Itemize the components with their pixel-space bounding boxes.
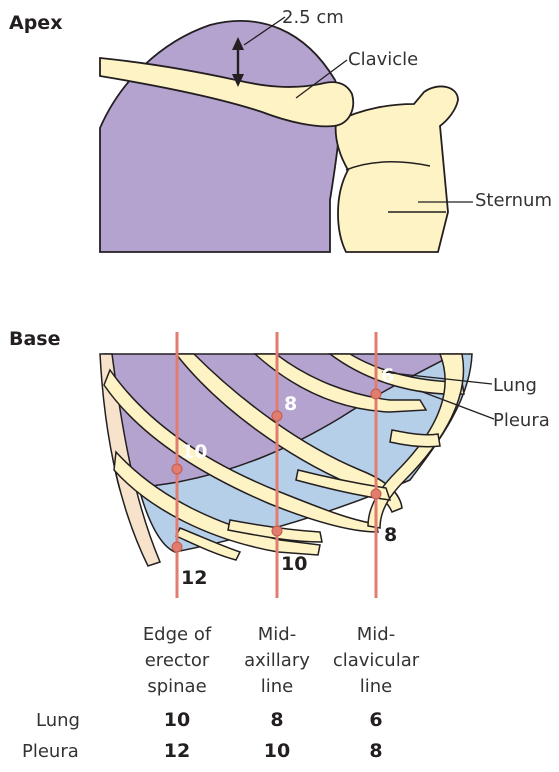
- row-label-pleura: Pleura: [22, 741, 79, 762]
- lung-label: Lung: [493, 375, 537, 396]
- row-label-lung: Lung: [36, 710, 80, 731]
- col3-line2: clavicular: [326, 648, 426, 674]
- dot-clavicular-pleura: [371, 489, 381, 499]
- rib-num-12: 12: [181, 567, 207, 589]
- cell-pleura-axillary: 10: [247, 740, 307, 762]
- base-diagram: 6 8 10 8 10 12: [0, 0, 559, 610]
- dot-erector-pleura: [172, 542, 182, 552]
- col3-line3: line: [326, 674, 426, 700]
- dot-clavicular-lung: [371, 389, 381, 399]
- pleura-label: Pleura: [493, 410, 550, 431]
- dot-axillary-lung: [272, 411, 282, 421]
- col1-line3: spinae: [132, 674, 222, 700]
- col3-line1: Mid-: [326, 622, 426, 648]
- cell-lung-clavicular: 6: [346, 709, 406, 731]
- rib-num-8-front: 8: [384, 524, 397, 546]
- col2-line1: Mid-: [232, 622, 322, 648]
- col-header-axillary: Mid- axillary line: [232, 622, 322, 700]
- rib-num-8-mid: 8: [284, 393, 297, 415]
- cell-lung-erector: 10: [147, 709, 207, 731]
- col1-line2: erector: [132, 648, 222, 674]
- col2-line2: axillary: [232, 648, 322, 674]
- rib-num-6: 6: [381, 365, 394, 387]
- col-header-clavicular: Mid- clavicular line: [326, 622, 426, 700]
- rib-num-10-back: 10: [181, 441, 207, 463]
- cell-pleura-erector: 12: [147, 740, 207, 762]
- col2-line3: line: [232, 674, 322, 700]
- col-header-erector: Edge of erector spinae: [132, 622, 222, 700]
- rib-num-10-mid: 10: [281, 553, 307, 575]
- cell-lung-axillary: 8: [247, 709, 307, 731]
- col1-line1: Edge of: [132, 622, 222, 648]
- cell-pleura-clavicular: 8: [346, 740, 406, 762]
- dot-erector-lung: [172, 464, 182, 474]
- dot-axillary-pleura: [272, 526, 282, 536]
